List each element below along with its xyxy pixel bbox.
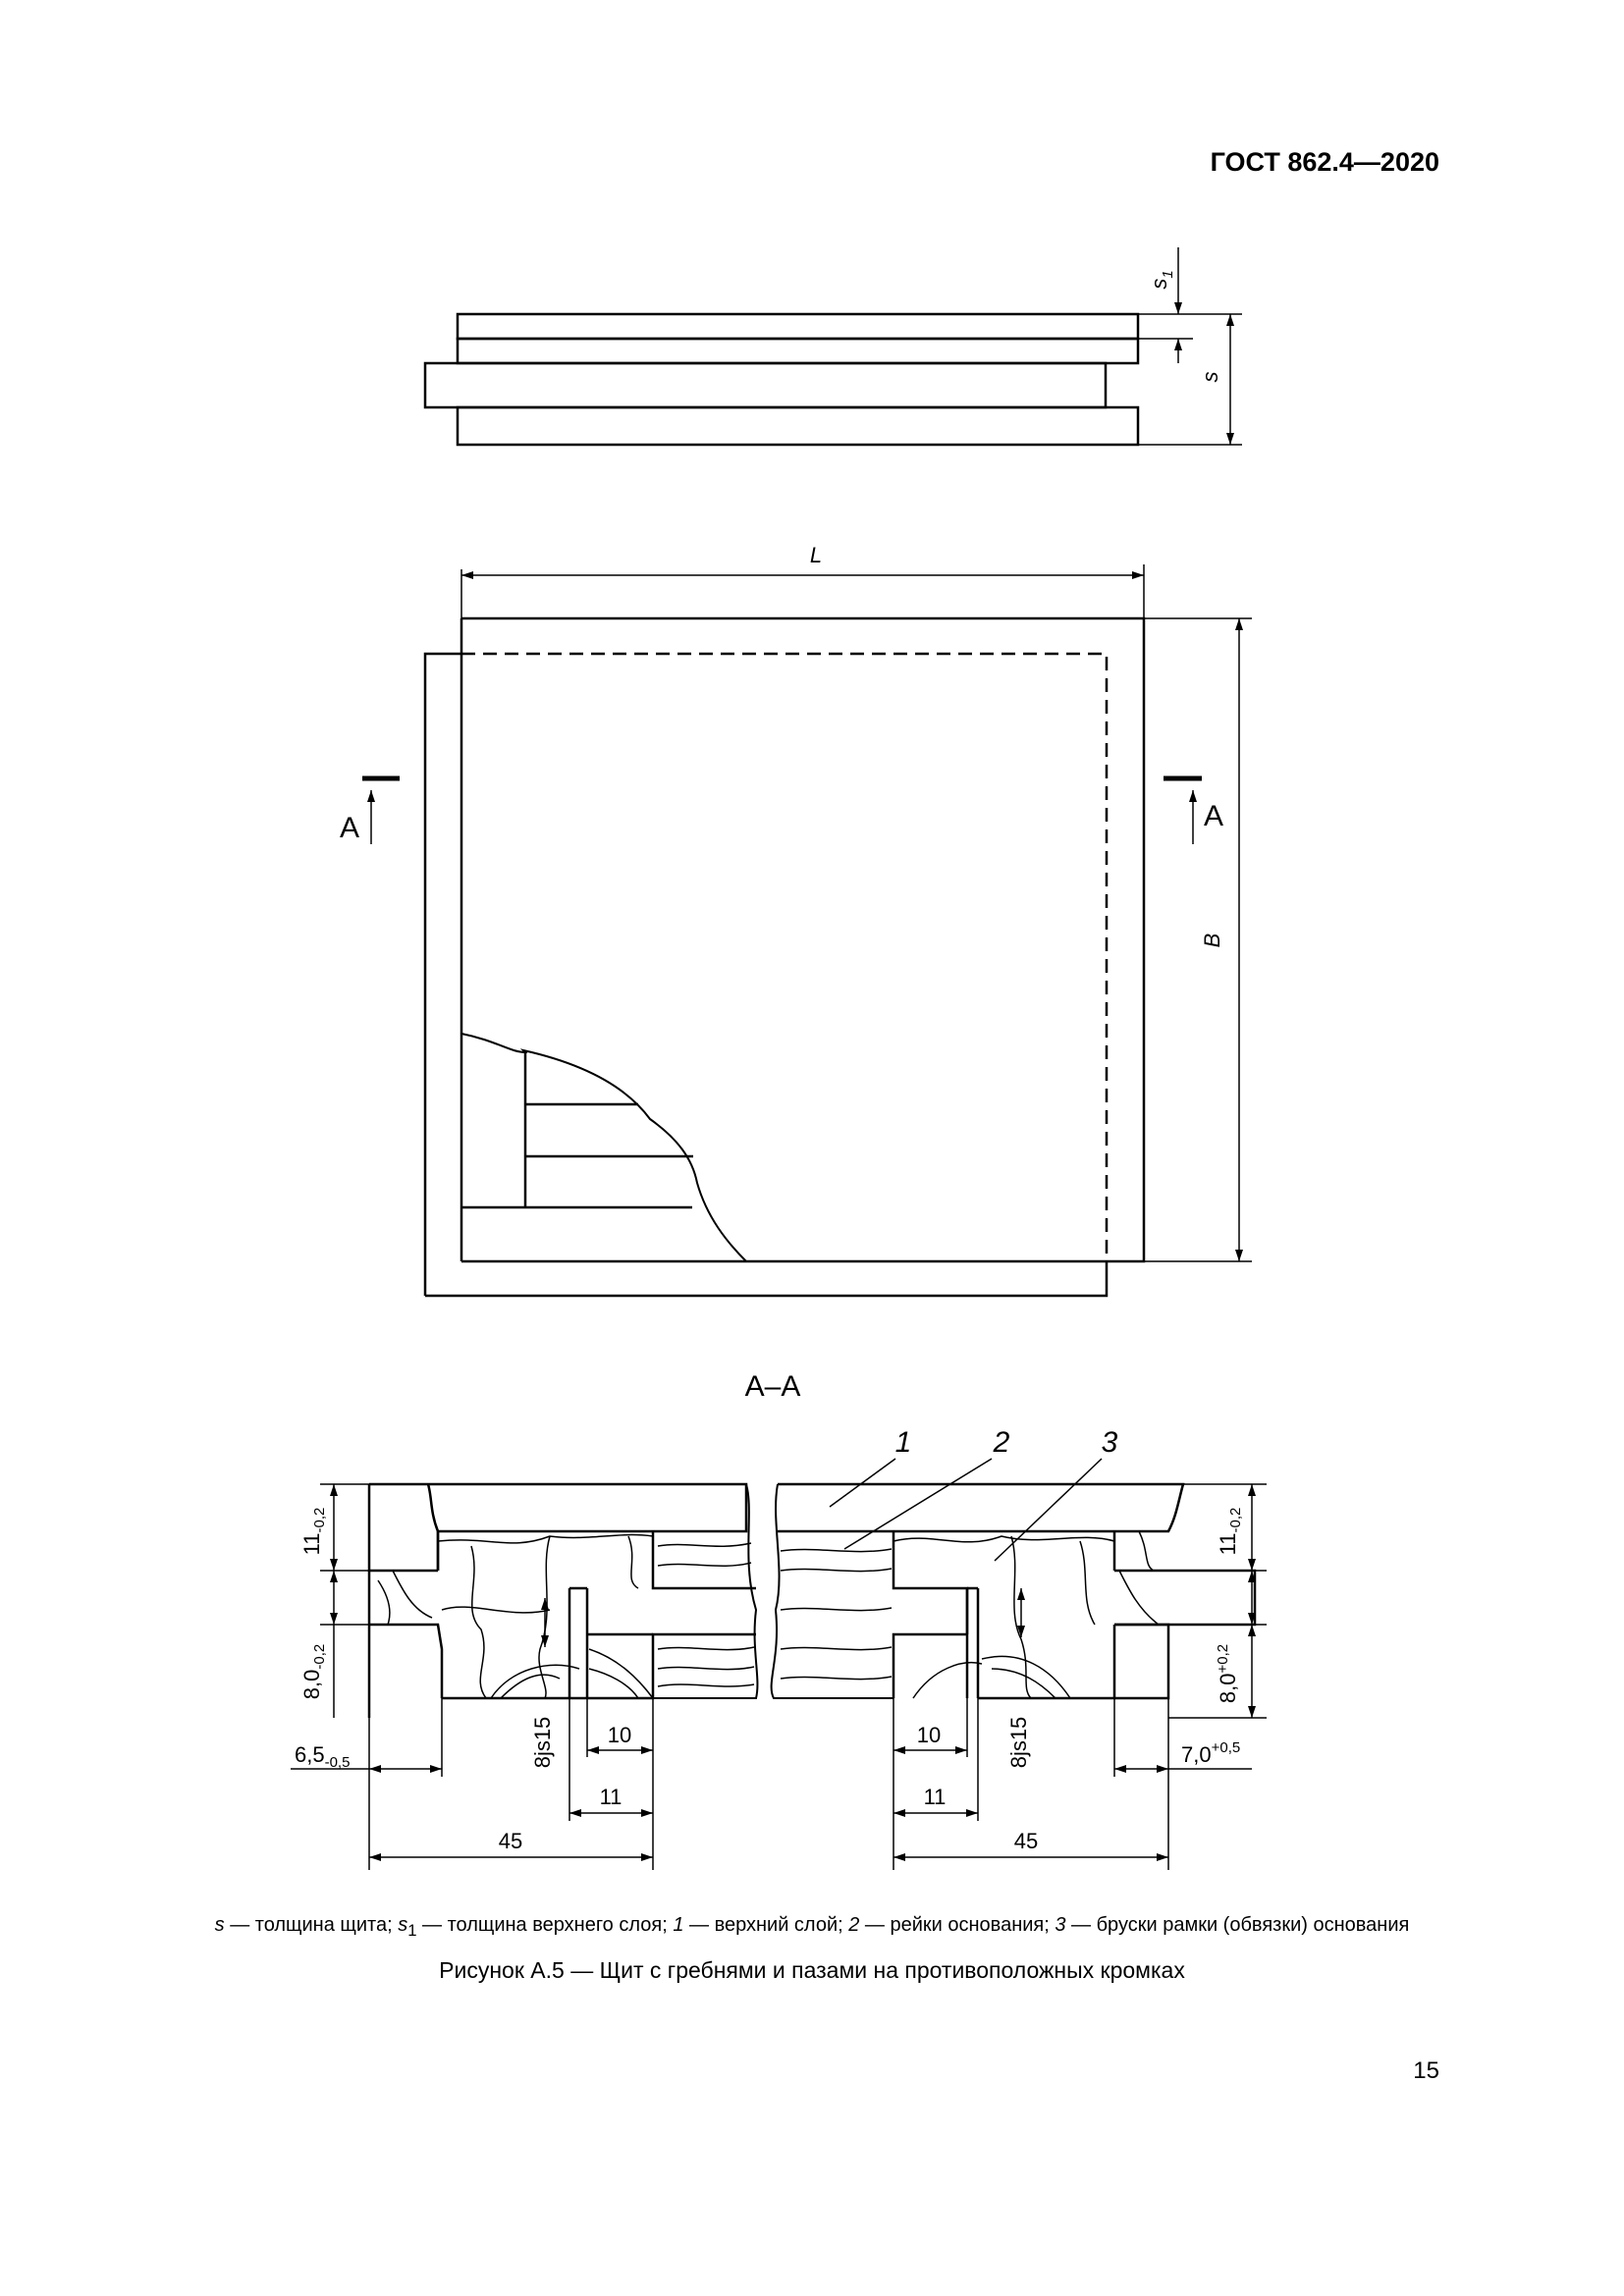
document-header: ГОСТ 862.4—2020 [1210, 147, 1439, 177]
B-dim-label: B [1200, 934, 1224, 948]
left-dim-45: 45 [499, 1829, 522, 1853]
svg-text:s1: s1 [1147, 270, 1176, 289]
right-dim-8js15: 8js15 [1006, 1717, 1031, 1769]
section-left-part [291, 1482, 759, 1870]
right-dim-8: 8,0+0,2 [1215, 1644, 1240, 1703]
figure-legend: s — толщина щита; s1 — толщина верхнего … [0, 1914, 1624, 1941]
left-dim-8: 8,0-0,2 [299, 1644, 328, 1699]
legend-sym-s: s [214, 1914, 225, 1936]
right-dim-7-0: 7,0+0,5 [1181, 1739, 1240, 1767]
figure-caption: Рисунок А.5 — Щит с гребнями и пазами на… [439, 1957, 1185, 1983]
svg-text:8,0-0,2: 8,0-0,2 [299, 1644, 328, 1699]
legend-sym-3: 3 [1055, 1914, 1066, 1936]
legend-text-s: — толщина щита; [224, 1914, 399, 1936]
legend-sym-1: 1 [673, 1914, 684, 1936]
L-dim-label: L [810, 543, 822, 567]
svg-text:8js15: 8js15 [530, 1717, 555, 1769]
section-mark-right: А [1204, 800, 1223, 832]
left-dim-11: 11-0,2 [299, 1508, 328, 1556]
left-dim-10: 10 [608, 1723, 631, 1747]
callout-leaders [829, 1458, 1103, 1562]
s-dim-label: s [1198, 372, 1222, 383]
section-title: А–А [745, 1370, 801, 1403]
page-number: 15 [1413, 2057, 1439, 2084]
legend-text-1: — верхний слой; [683, 1914, 849, 1936]
callout-2: 2 [993, 1426, 1010, 1459]
section-right-part [770, 1482, 1267, 1870]
right-dim-11: 11-0,2 [1216, 1508, 1244, 1556]
svg-text:8js15: 8js15 [1006, 1717, 1031, 1769]
legend-sym-s1: s [398, 1914, 408, 1936]
svg-text:11-0,2: 11-0,2 [299, 1508, 328, 1556]
section-mark-left: А [340, 812, 359, 844]
side-view [423, 247, 1242, 447]
left-dim-6-5: 6,5-0,5 [295, 1742, 350, 1771]
legend-text-2: — рейки основания; [859, 1914, 1056, 1936]
left-dim-8js15: 8js15 [530, 1717, 555, 1769]
plan-view [362, 564, 1252, 1298]
svg-text:11-0,2: 11-0,2 [1216, 1508, 1244, 1556]
svg-text:8,0+0,2: 8,0+0,2 [1215, 1644, 1240, 1703]
right-dim-11w: 11 [924, 1785, 947, 1809]
left-dim-11w: 11 [600, 1785, 623, 1809]
legend-text-s1: — толщина верхнего слоя; [416, 1914, 674, 1936]
legend-text-3: — бруски рамки (обвязки) основания [1065, 1914, 1410, 1936]
right-dim-45: 45 [1014, 1829, 1038, 1853]
legend-sub-s1: 1 [407, 1921, 417, 1940]
right-dim-10: 10 [917, 1723, 941, 1747]
legend-sym-2: 2 [848, 1914, 860, 1936]
svg-text:B: B [1200, 934, 1224, 948]
svg-text:s: s [1198, 372, 1222, 383]
callout-3: 3 [1102, 1426, 1118, 1459]
callout-1: 1 [895, 1426, 912, 1459]
s1-dim-label: s1 [1147, 270, 1176, 289]
